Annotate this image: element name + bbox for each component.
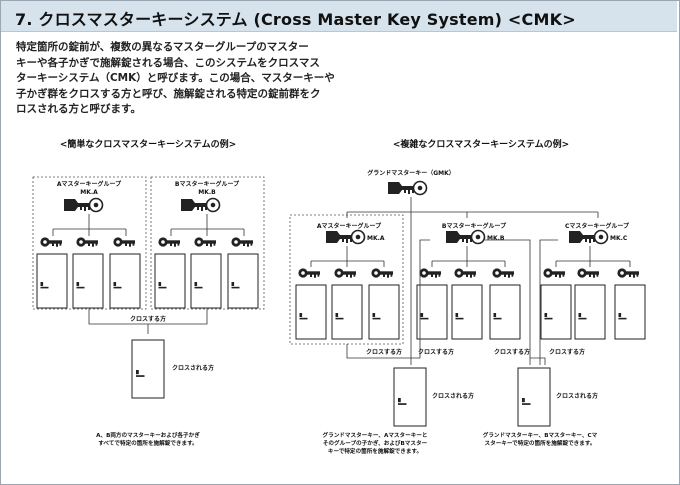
door-icon — [416, 284, 448, 340]
door-icon — [227, 253, 259, 309]
complex-heading: <複雑なクロスマスターキーシステムの例> — [393, 138, 569, 150]
complex-mk-a-label: MK.A — [367, 235, 385, 242]
complex-group-a-box — [289, 214, 404, 345]
simple-group-a-box — [32, 176, 147, 310]
crossed-door-icon — [131, 339, 165, 399]
simple-caption-line: すべてで特定の箇所を施解錠できます。 — [98, 439, 198, 447]
simple-branch-lines — [52, 214, 245, 236]
master-key-icon — [445, 229, 486, 245]
intro-line: 特定箇所の錠前が、複数の異なるマスターグループのマスター — [16, 41, 309, 53]
door-icon — [368, 284, 400, 340]
key-icon — [617, 268, 639, 278]
complex-group-a-label: Aマスターキーグループ — [317, 222, 382, 230]
door-icon — [331, 284, 363, 340]
complex-crossing-label: クロスする方 — [418, 348, 454, 356]
door-icon — [489, 284, 521, 340]
master-key-icon — [63, 197, 104, 213]
door-icon — [72, 253, 104, 309]
key-icon — [492, 268, 514, 278]
complex-cross-lines-right — [485, 239, 558, 365]
door-icon — [109, 253, 141, 309]
simple-crossed-label: クロスされる方 — [172, 364, 214, 372]
key-icon — [298, 268, 320, 278]
key-icon — [577, 268, 599, 278]
simple-mk-b-label: MK.B — [198, 189, 216, 196]
door-icon — [614, 284, 646, 340]
master-key-icon — [568, 229, 609, 245]
door-icon — [574, 284, 606, 340]
complex-cross-lines-left — [346, 212, 430, 365]
key-icon — [334, 268, 356, 278]
key-icon — [113, 237, 135, 247]
complex-crossing-label: クロスする方 — [366, 348, 402, 356]
grand-master-key-icon — [387, 180, 428, 196]
complex-group-c-label: Cマスターキーグループ — [565, 222, 630, 230]
intro-line: 子かぎ群をクロスする方と呼び、施解錠される特定の錠前群をク — [16, 87, 321, 100]
simple-cross-bracket — [88, 309, 208, 334]
page-title: 7. クロスマスターキーシステム (Cross Master Key Syste… — [15, 10, 576, 29]
simple-caption-line: A、B両方のマスターキーおよび各子かぎ — [96, 431, 200, 439]
simple-group-a-label: Aマスターキーグループ — [57, 180, 122, 188]
simple-mk-a-label: MK.A — [80, 189, 98, 196]
complex-crossed-label: クロスされる方 — [432, 392, 474, 400]
key-icon — [419, 268, 441, 278]
crossed-door-icon — [517, 367, 551, 427]
complex-crossing-label: クロスする方 — [549, 348, 585, 356]
door-icon — [451, 284, 483, 340]
intro-paragraph: 特定箇所の錠前が、複数の異なるマスターグループのマスター キーや各子かぎで施解錠… — [16, 40, 336, 118]
key-icon — [371, 268, 393, 278]
intro-line: ロスされる方と呼びます。 — [16, 103, 141, 115]
door-icon — [154, 253, 186, 309]
complex-caption-right-line: スターキーで特定の箇所を施解錠できます。 — [485, 439, 596, 447]
complex-branch-lines — [310, 246, 631, 267]
door-icon — [295, 284, 327, 340]
master-key-icon — [325, 229, 366, 245]
door-icon — [36, 253, 68, 309]
complex-mk-c-label: MK.C — [610, 235, 628, 242]
complex-mk-b-label: MK.B — [487, 235, 505, 242]
simple-group-b-box — [150, 176, 265, 310]
key-icon — [40, 237, 62, 247]
key-icon — [543, 268, 565, 278]
complex-caption-right-line: グランドマスターキー、Bマスターキー、Cマ — [483, 431, 598, 439]
master-key-icon — [180, 197, 221, 213]
simple-heading: <簡単なクロスマスターキーシステムの例> — [60, 138, 236, 150]
simple-crossing-label: クロスする方 — [130, 315, 166, 323]
door-icon — [190, 253, 222, 309]
intro-line: ターキーシステム（CMK）と呼びます。この場合、マスターキーや — [16, 72, 335, 84]
key-icon — [76, 237, 98, 247]
key-icon — [231, 237, 253, 247]
complex-crossed-label: クロスされる方 — [556, 392, 598, 400]
intro-line: キーや各子かぎで施解錠される場合、このシステムをクロスマス — [16, 56, 320, 69]
complex-crossing-label: クロスする方 — [494, 348, 530, 356]
crossed-door-icon — [393, 367, 427, 427]
title-bar: 7. クロスマスターキーシステム (Cross Master Key Syste… — [1, 1, 677, 32]
simple-group-b-label: Bマスターキーグループ — [175, 180, 240, 188]
complex-caption-left-line: そのグループの子かぎ、およびBマスター — [323, 439, 428, 447]
gmk-label: グランドマスターキー（GMK） — [367, 169, 455, 177]
complex-group-b-label: Bマスターキーグループ — [442, 222, 507, 230]
key-icon — [194, 237, 216, 247]
key-icon — [454, 268, 476, 278]
key-icon — [158, 237, 180, 247]
gmk-branch-lines — [346, 197, 599, 218]
complex-caption-left-line: グランドマスターキー、Aマスターキーと — [323, 431, 428, 439]
door-icon — [540, 284, 572, 340]
complex-caption-left-line: キーで特定の箇所を施解錠できます。 — [328, 447, 422, 455]
